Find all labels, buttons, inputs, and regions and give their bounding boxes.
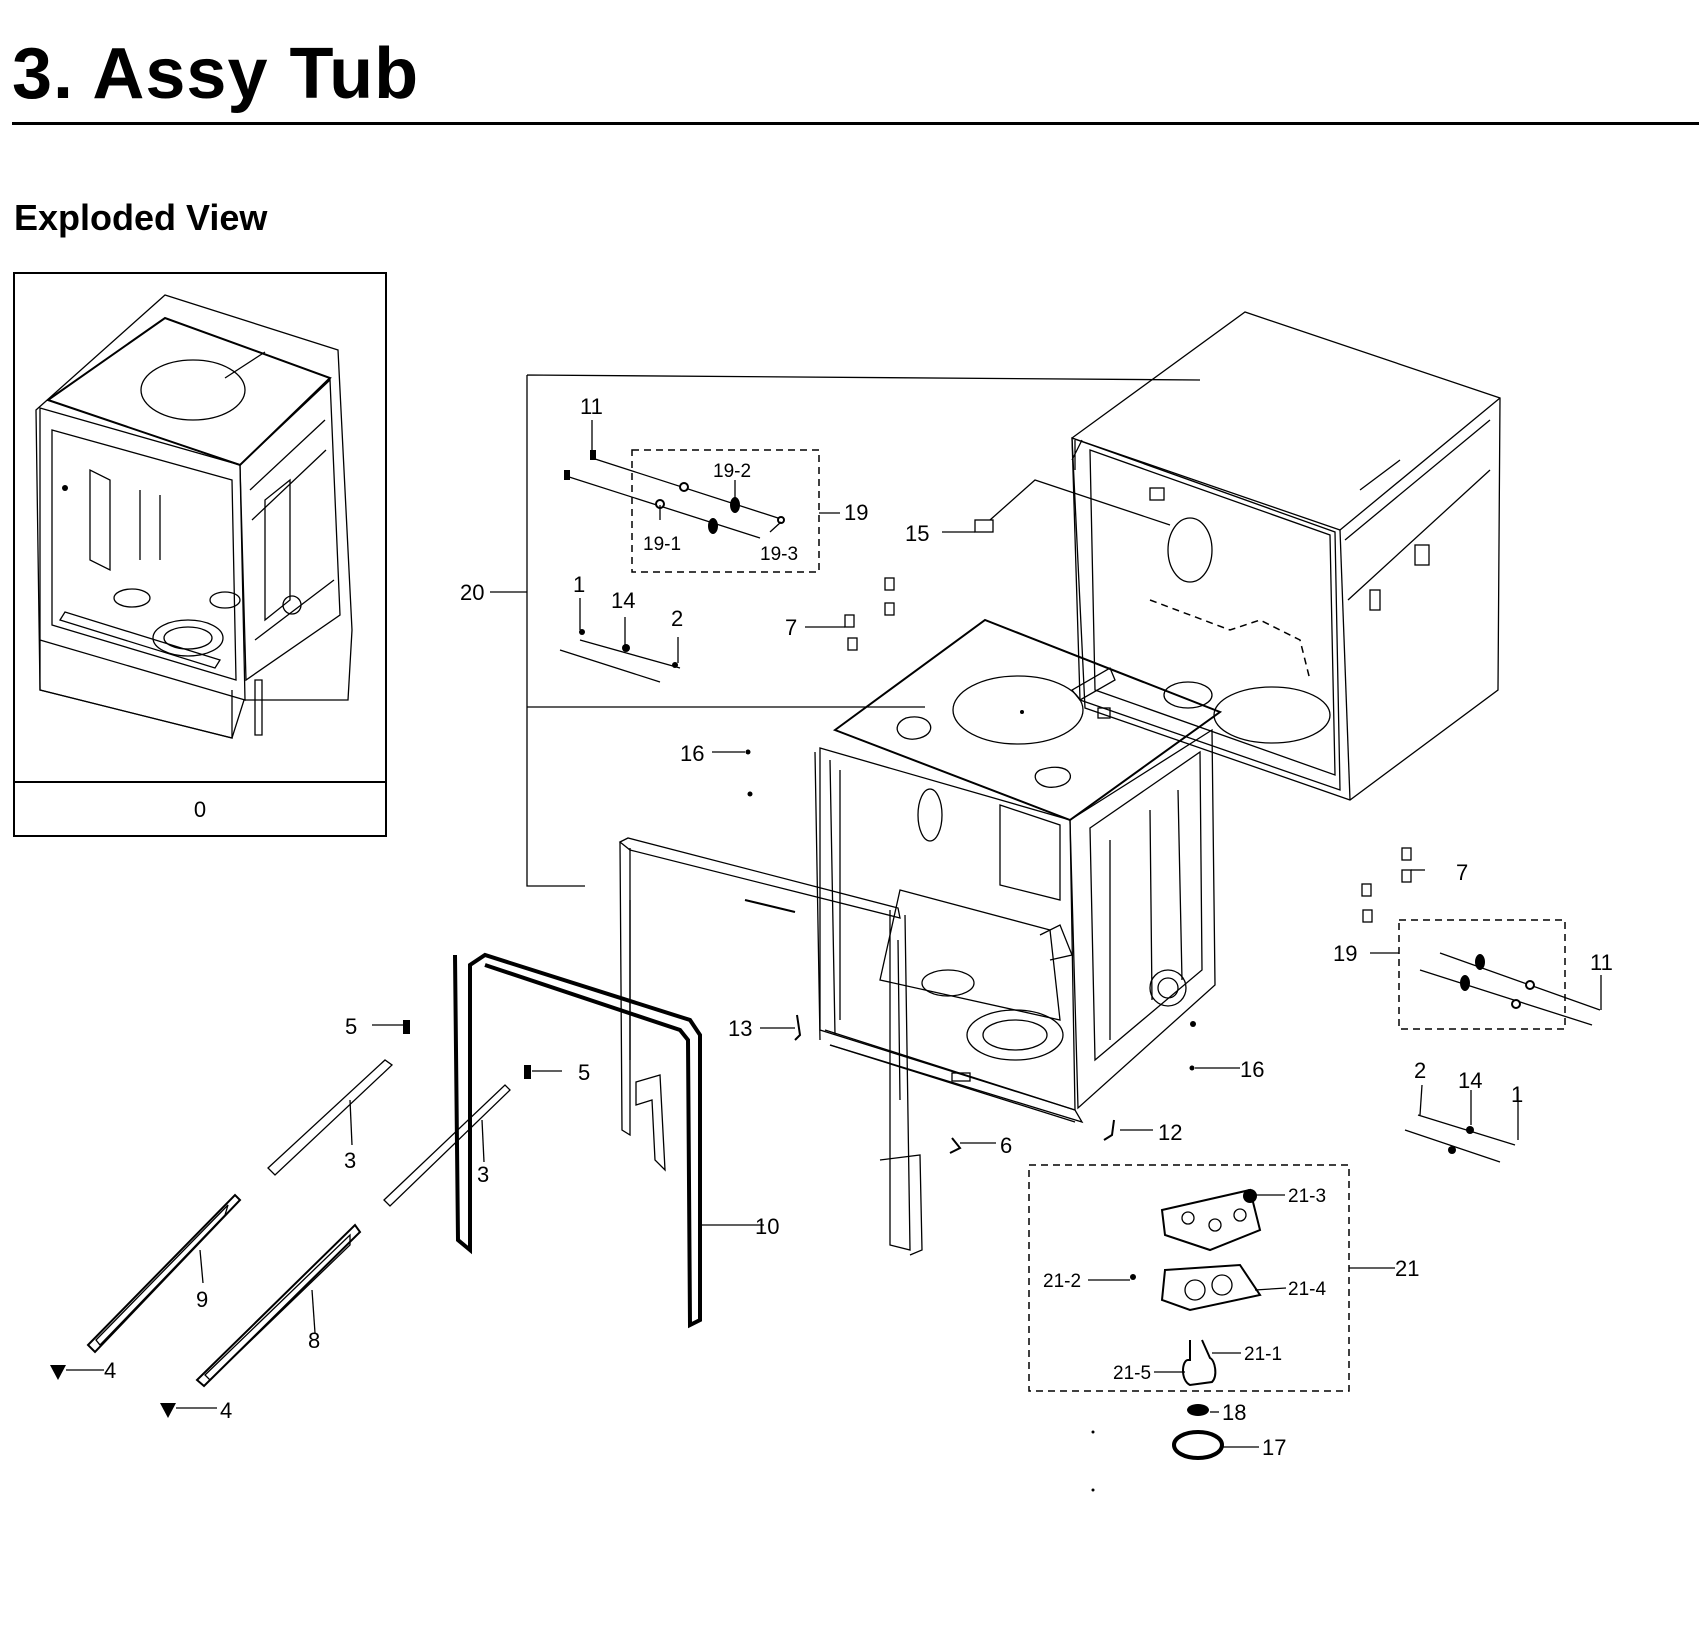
callout-19-2: 19-2 <box>713 461 751 482</box>
callout-1-right: 1 <box>1511 1082 1523 1107</box>
inset-panel: 0 <box>13 272 387 837</box>
rails <box>86 1059 511 1388</box>
callout-2-right: 2 <box>1414 1058 1426 1083</box>
callout-9: 9 <box>196 1287 208 1312</box>
callout-21-3: 21-3 <box>1288 1186 1326 1207</box>
callout-16-right: 16 <box>1240 1057 1264 1082</box>
callout-3-right: 3 <box>477 1162 489 1187</box>
callout-7-left: 7 <box>785 615 797 640</box>
callout-21-1: 21-1 <box>1244 1344 1282 1365</box>
front-frame <box>618 837 923 1256</box>
callout-11-right: 11 <box>1590 950 1613 975</box>
callout-18: 18 <box>1222 1400 1246 1425</box>
callout-10: 10 <box>755 1214 779 1239</box>
assembled-tub-illustration <box>35 294 353 739</box>
callout-16-top: 16 <box>680 741 704 766</box>
callout-21: 21 <box>1395 1256 1419 1281</box>
callout-19-3: 19-3 <box>760 544 798 565</box>
callout-21-4: 21-4 <box>1288 1279 1326 1300</box>
callout-14-right: 14 <box>1458 1068 1482 1093</box>
callout-21-2: 21-2 <box>1043 1271 1081 1292</box>
callout-21-5: 21-5 <box>1113 1363 1151 1384</box>
door-gasket <box>453 952 702 1329</box>
page-title: 3. Assy Tub <box>12 34 420 114</box>
callout-13: 13 <box>728 1016 752 1041</box>
callout-20: 20 <box>460 580 484 605</box>
callout-15: 15 <box>905 521 929 546</box>
callout-5-right: 5 <box>578 1060 590 1085</box>
callout-19-right: 19 <box>1333 941 1357 966</box>
callout-11-top: 11 <box>580 394 603 419</box>
small-parts <box>50 450 1601 1492</box>
leader-lines <box>66 420 1602 1448</box>
outer-cabinet-shell <box>1071 311 1501 801</box>
callout-4-right: 4 <box>220 1398 232 1423</box>
inset-caption: 0 <box>194 797 206 822</box>
callout-12: 12 <box>1158 1120 1182 1145</box>
group-boxes <box>526 374 1566 1392</box>
callout-2-left: 2 <box>671 606 683 631</box>
title-rule <box>12 122 1699 125</box>
callout-labels: 11 19-2 19 19-1 19-3 15 20 1 14 2 7 16 7… <box>104 394 1613 1460</box>
callout-6: 6 <box>1000 1133 1012 1158</box>
callout-1-left: 1 <box>573 572 585 597</box>
callout-3-left: 3 <box>344 1148 356 1173</box>
section-heading: Exploded View <box>14 197 268 238</box>
inner-tub <box>814 618 1223 1124</box>
callout-19-1: 19-1 <box>643 534 681 555</box>
callout-5-left: 5 <box>345 1014 357 1039</box>
callout-14-left: 14 <box>611 588 635 613</box>
callout-19-top: 19 <box>844 500 868 525</box>
callout-4-left: 4 <box>104 1358 116 1383</box>
callout-17: 17 <box>1262 1435 1286 1460</box>
callout-7-right: 7 <box>1456 860 1468 885</box>
callout-8: 8 <box>308 1328 320 1353</box>
